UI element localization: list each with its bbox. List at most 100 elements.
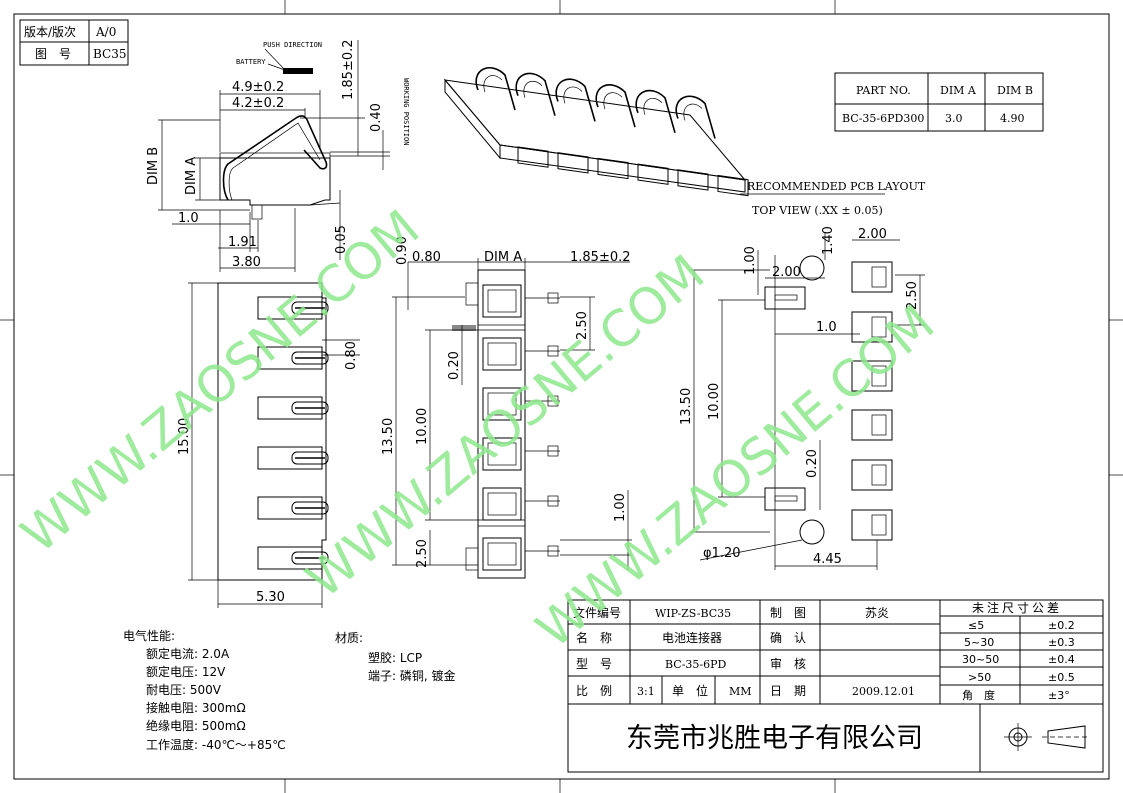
locating-hole-top — [799, 255, 825, 281]
pcb-holdown-pad — [764, 286, 806, 310]
iso-contact — [475, 66, 549, 168]
drawn-by: 苏炎 — [865, 606, 889, 620]
left-contact — [257, 546, 329, 570]
dim-4-9: 4.9±0.2 — [232, 80, 284, 95]
dim-5-30: 5.30 — [256, 590, 285, 605]
tol-range: 5~30 — [964, 636, 994, 649]
spec-text: 电气性能: 额定电流: 2.0A 额定电压: 12V 耐电压: 500V 接触电… — [123, 628, 456, 752]
dim-0-80: 0.80 — [412, 250, 441, 265]
pcb-subtitle: TOP VIEW (.XX ± 0.05) — [752, 204, 883, 217]
dim-15-00: 15.00 — [177, 418, 192, 455]
tol-value: ±0.4 — [1048, 653, 1075, 666]
tol-range: 角 度 — [962, 688, 995, 702]
pcb-title: RECOMMENDED PCB LAYOUT — [747, 180, 926, 193]
date-value: 2009.12.01 — [852, 685, 915, 698]
dim-2-50: 2.50 — [575, 311, 590, 340]
tol-range: >50 — [968, 671, 991, 684]
pcb-pad — [851, 311, 893, 343]
left-contact — [257, 296, 329, 320]
pcb-pad — [851, 360, 893, 392]
dim-2-50-bottom: 2.50 — [415, 539, 430, 568]
dim-1-85: 1.85±0.2 — [570, 250, 631, 265]
name-value: 电池连接器 — [662, 630, 722, 645]
push-direction-label: PUSH DIRECTION — [263, 41, 322, 49]
projection-symbol — [1004, 723, 1090, 751]
dwg-value: BC35 — [93, 47, 127, 61]
tol-range: 30~50 — [962, 653, 999, 666]
front-contact — [482, 537, 560, 571]
part-header-dima: DIM A — [940, 84, 977, 97]
pcb-pad — [851, 459, 893, 491]
tol-value: ±0.3 — [1048, 636, 1075, 649]
iso-housing-top — [443, 79, 747, 181]
pcb-dim-10-00: 10.00 — [707, 383, 722, 420]
isometric-view — [443, 66, 749, 197]
dim-10-00: 10.00 — [415, 408, 430, 445]
file-no: WIP-ZS-BC35 — [655, 607, 731, 620]
front-contact — [482, 437, 560, 471]
dim-1-0: 1.0 — [178, 211, 199, 226]
front-contact — [482, 337, 560, 371]
pcb-dim-1-0: 1.0 — [816, 320, 837, 335]
part-header-dimb: DIM B — [997, 84, 1033, 97]
material-title: 材质: — [335, 631, 363, 645]
dim-0-90: 0.90 — [395, 236, 410, 265]
dim-0-80-vert: 0.80 — [344, 341, 359, 370]
pcb-dim-hole: φ1.20 — [703, 546, 741, 561]
tol-value: ±0.5 — [1048, 671, 1075, 684]
model-value: BC-35-6PD — [665, 658, 727, 671]
electrical-spec: 耐电压: 500V — [146, 683, 222, 697]
dim-1-00: 1.00 — [613, 493, 628, 522]
left-contact — [257, 446, 329, 470]
scale-label: 比 例 — [576, 684, 612, 698]
electrical-spec: 绝缘电阻: 500mΩ — [146, 718, 246, 733]
dim-a-label: DIM A — [184, 157, 199, 195]
pcb-dim-2-00-top: 2.00 — [858, 227, 887, 242]
pcb-pad — [851, 409, 893, 441]
pcb-dim-0-20: 0.20 — [805, 449, 820, 478]
front-contact — [482, 487, 560, 521]
check-label: 确 认 — [770, 631, 806, 645]
battery-label: BATTERY — [236, 58, 266, 66]
iso-contact — [595, 84, 669, 185]
revision-block: 版本/版次 A/0 图 号 BC35 — [19, 19, 129, 66]
tolerance-title: 未注尺寸公差 — [972, 600, 1062, 615]
part-header-partno: PART NO. — [856, 84, 911, 97]
dim-13-50: 13.50 — [381, 418, 396, 455]
model-label: 型 号 — [576, 657, 612, 671]
part-cell-dima: 3.0 — [945, 112, 963, 125]
left-view: 15.00 5.30 0.80 — [177, 282, 360, 608]
pcb-dim-2-50: 2.50 — [905, 281, 920, 310]
part-cell-dimb: 4.90 — [1000, 112, 1025, 125]
lead-marker — [452, 325, 476, 331]
tol-value: ±0.2 — [1048, 619, 1075, 632]
iso-housing-front — [499, 144, 746, 193]
working-position-label: WORKING POSITION — [402, 78, 410, 145]
pcb-dim-4-45: 4.45 — [813, 552, 842, 567]
pcb-dim-2-00: 2.00 — [772, 265, 801, 280]
battery-indicator — [283, 68, 313, 74]
locating-hole-bottom — [799, 519, 825, 545]
material-spec: 塑胶: LCP — [368, 650, 422, 665]
pcb-holdown-pad — [764, 487, 806, 511]
side-view: PUSH DIRECTION BATTERY WORKING POSITION … — [146, 39, 410, 272]
pcb-layout: RECOMMENDED PCB LAYOUT TOP VIEW (.XX ± 0… — [679, 180, 926, 570]
front-view: DIM A 0.80 1.85±0.2 0.90 13.50 10.00 0.2… — [381, 236, 632, 579]
tolerance-table: 未注尺寸公差 ≤5 ±0.2 5~30 ±0.3 30~50 ±0.4 >50 … — [939, 599, 1104, 705]
pcb-dim-13-50: 13.50 — [679, 388, 694, 425]
scale-value: 3:1 — [637, 685, 655, 698]
left-contact — [257, 396, 329, 420]
electrical-title: 电气性能: — [123, 628, 175, 643]
pcb-dim-1-00: 1.00 — [743, 246, 758, 275]
pcb-pad — [851, 261, 893, 293]
front-contact — [482, 284, 560, 318]
drawn-label: 制 图 — [770, 606, 806, 620]
electrical-spec: 工作温度: -40℃～+85℃ — [146, 737, 286, 752]
name-label: 名 称 — [576, 630, 612, 645]
rev-value: A/0 — [95, 25, 116, 39]
iso-contact — [555, 78, 629, 180]
pcb-pad — [851, 509, 893, 541]
electrical-spec: 额定电流: 2.0A — [146, 646, 230, 661]
